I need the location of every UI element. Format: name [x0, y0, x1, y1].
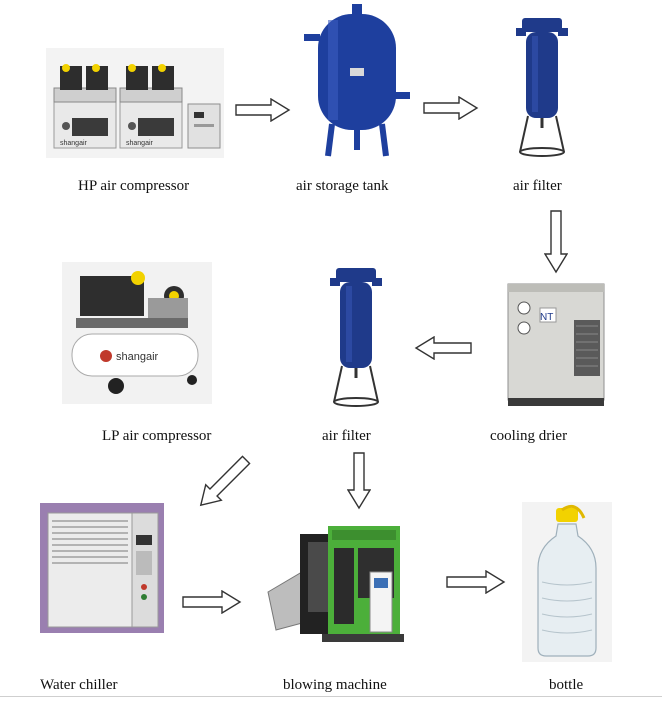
air-filter-top-label: air filter [513, 178, 562, 194]
arrow-right-tank-to-filter [423, 96, 479, 120]
arrow-right-compressor-to-tank [235, 98, 291, 122]
hp-air-compressor-image: shangair shangair [46, 48, 224, 158]
arrow-diagonal-lp-compressor-to-blowing-machine [192, 454, 252, 514]
hp-compressor-brand-2: shangair [126, 140, 154, 147]
hp-air-compressor-label: HP air compressor [78, 178, 190, 194]
air-storage-tank-label: air storage tank [296, 178, 389, 194]
lp-compressor-brand: shangair [116, 351, 159, 363]
blowing-machine-label: blowing machine [283, 677, 387, 693]
arrow-right-chiller-to-blowing-machine [182, 590, 242, 614]
lp-air-compressor-image: shangair [62, 262, 212, 404]
air-filter-mid-image [326, 262, 386, 408]
cooling-drier-brand: NT [540, 312, 553, 323]
arrow-down-filter-to-drier [544, 210, 568, 274]
bottom-divider [0, 696, 662, 697]
air-filter-top-image [512, 12, 572, 158]
hp-compressor-brand-1: shangair [60, 140, 88, 147]
water-chiller-label: Water chiller [40, 677, 118, 693]
air-filter-mid-label: air filter [322, 428, 371, 444]
air-storage-tank-image [298, 0, 416, 160]
arrow-right-blowing-machine-to-bottle [446, 570, 506, 594]
cooling-drier-label: cooling drier [490, 428, 568, 444]
lp-air-compressor-label: LP air compressor [102, 428, 212, 444]
water-chiller-image [40, 503, 164, 633]
arrow-left-drier-to-filter [414, 336, 472, 360]
arrow-down-filter-to-blowing-machine [347, 452, 371, 510]
cooling-drier-image: NT [504, 280, 608, 412]
bottle-label: bottle [549, 677, 584, 693]
bottle-image [522, 502, 612, 662]
blowing-machine-image [262, 512, 418, 652]
